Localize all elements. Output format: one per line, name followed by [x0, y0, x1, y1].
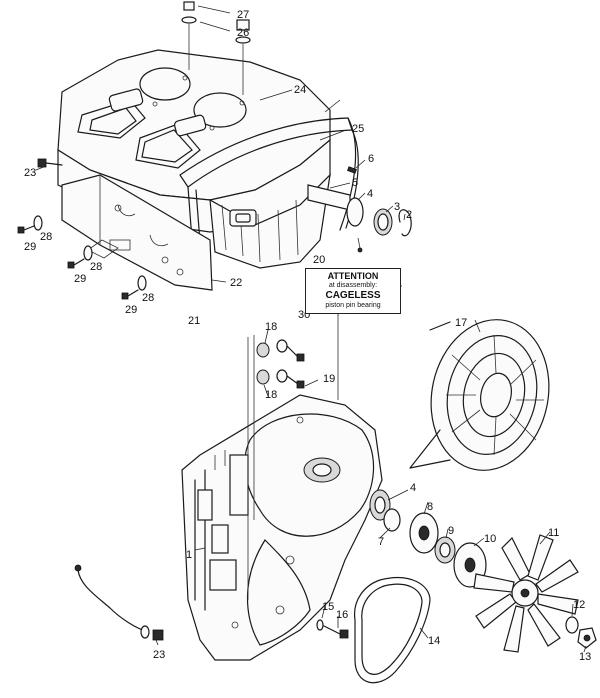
mounting-screws	[17, 215, 147, 300]
attention-emphasis: CAGELESS	[325, 290, 381, 301]
label-7: 7	[378, 536, 384, 548]
label-29-c: 29	[125, 304, 137, 316]
label-10: 10	[484, 533, 496, 545]
label-22: 22	[230, 277, 242, 289]
piston-pin-parts	[307, 166, 412, 253]
label-6: 6	[368, 153, 374, 165]
label-29-b: 29	[74, 273, 86, 285]
label-4-top: 4	[367, 188, 373, 200]
label-3: 3	[394, 201, 400, 213]
label-16: 16	[336, 609, 348, 621]
fan-housing	[181, 394, 383, 661]
fan-nut	[565, 616, 597, 649]
fan-wheel	[473, 534, 579, 653]
label-17: 17	[455, 317, 467, 329]
label-28-c: 28	[142, 292, 154, 304]
attention-line2: piston pin bearing	[325, 302, 381, 309]
part-number-labels: 27 26 24 25 6 5 4 3 2 23 28 29 28 29 28 …	[24, 9, 591, 663]
label-15: 15	[322, 601, 334, 613]
housing-bolts	[247, 315, 339, 600]
label-12: 12	[573, 599, 585, 611]
label-20: 20	[313, 254, 325, 266]
attention-note: ATTENTION at disassembly: CAGELESS pisto…	[305, 268, 401, 314]
label-14: 14	[428, 635, 440, 647]
left-screw	[37, 158, 63, 168]
label-11: 11	[548, 527, 559, 539]
label-5: 5	[352, 177, 358, 189]
top-stud-bolts	[181, 1, 251, 95]
fan-guard	[409, 319, 550, 471]
housing-bolt-lower	[316, 619, 349, 639]
label-24: 24	[294, 84, 306, 96]
label-26: 26	[237, 27, 249, 39]
label-25: 25	[352, 123, 364, 135]
pulley-stack	[369, 489, 487, 588]
label-4-lower: 4	[410, 482, 416, 494]
label-19: 19	[323, 373, 335, 385]
label-9: 9	[448, 525, 454, 537]
label-21: 21	[188, 315, 200, 327]
label-2: 2	[406, 209, 412, 221]
label-18-bottom: 18	[265, 389, 277, 401]
attention-title: ATTENTION	[327, 271, 379, 281]
label-23-bottom: 23	[153, 649, 165, 661]
label-28-b: 28	[90, 261, 102, 273]
label-27: 27	[237, 9, 249, 21]
label-29-a: 29	[24, 241, 36, 253]
label-18-top: 18	[265, 321, 277, 333]
attention-line1: at disassembly:	[328, 282, 378, 289]
v-belt	[353, 576, 431, 684]
label-1: 1	[186, 549, 192, 561]
label-13: 13	[579, 651, 591, 663]
label-28-a: 28	[40, 231, 52, 243]
label-8: 8	[427, 501, 433, 513]
ground-cable	[74, 564, 164, 641]
cylinder-shroud	[57, 49, 359, 291]
label-23-top: 23	[24, 167, 36, 179]
